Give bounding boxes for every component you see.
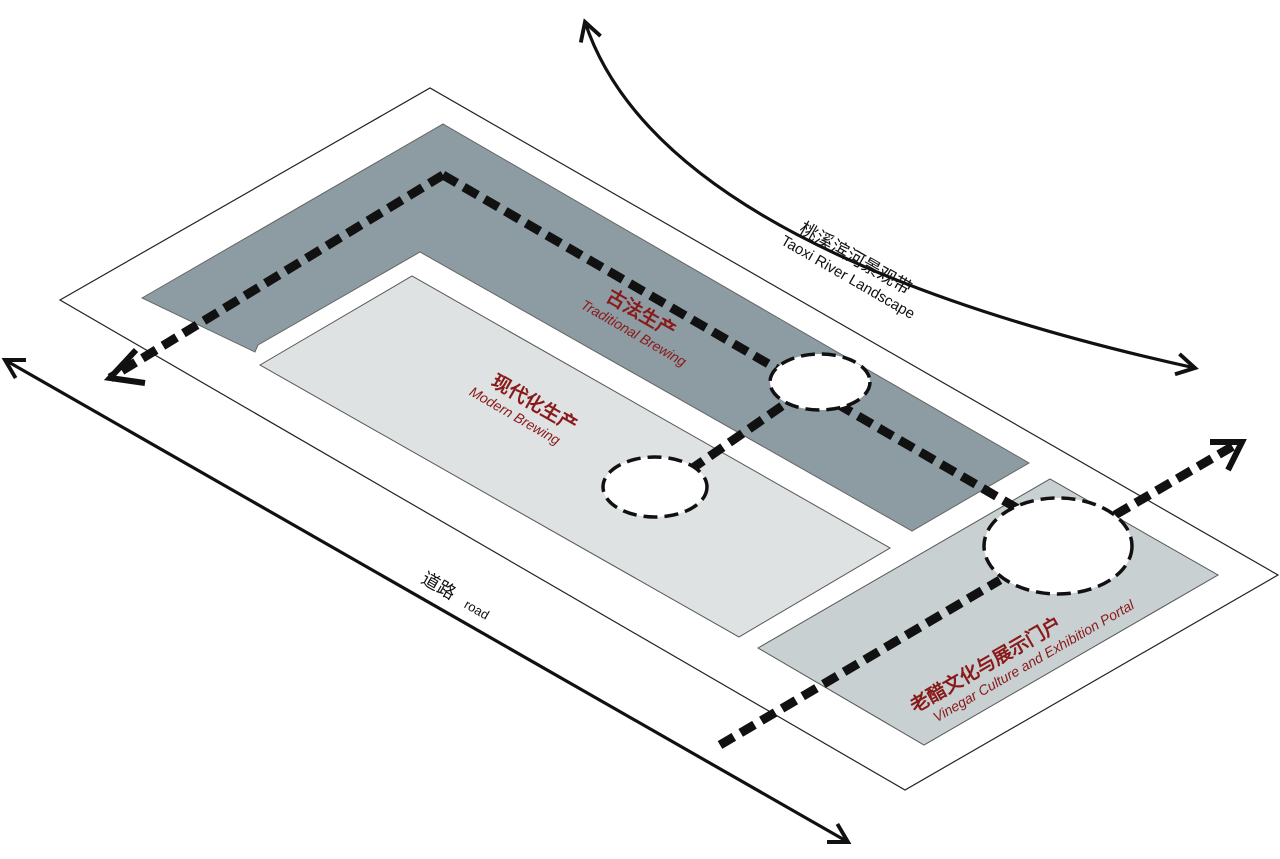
river-arrow [578,18,1199,377]
road-arrow [1,358,852,844]
traditional-path [107,171,446,382]
road-label-en: road [462,597,492,623]
node-traditional [768,352,872,412]
node-vinegar [982,496,1134,596]
traditional-path-main [440,171,1023,514]
arrowhead-right [1210,439,1247,472]
node-modern [601,455,709,519]
